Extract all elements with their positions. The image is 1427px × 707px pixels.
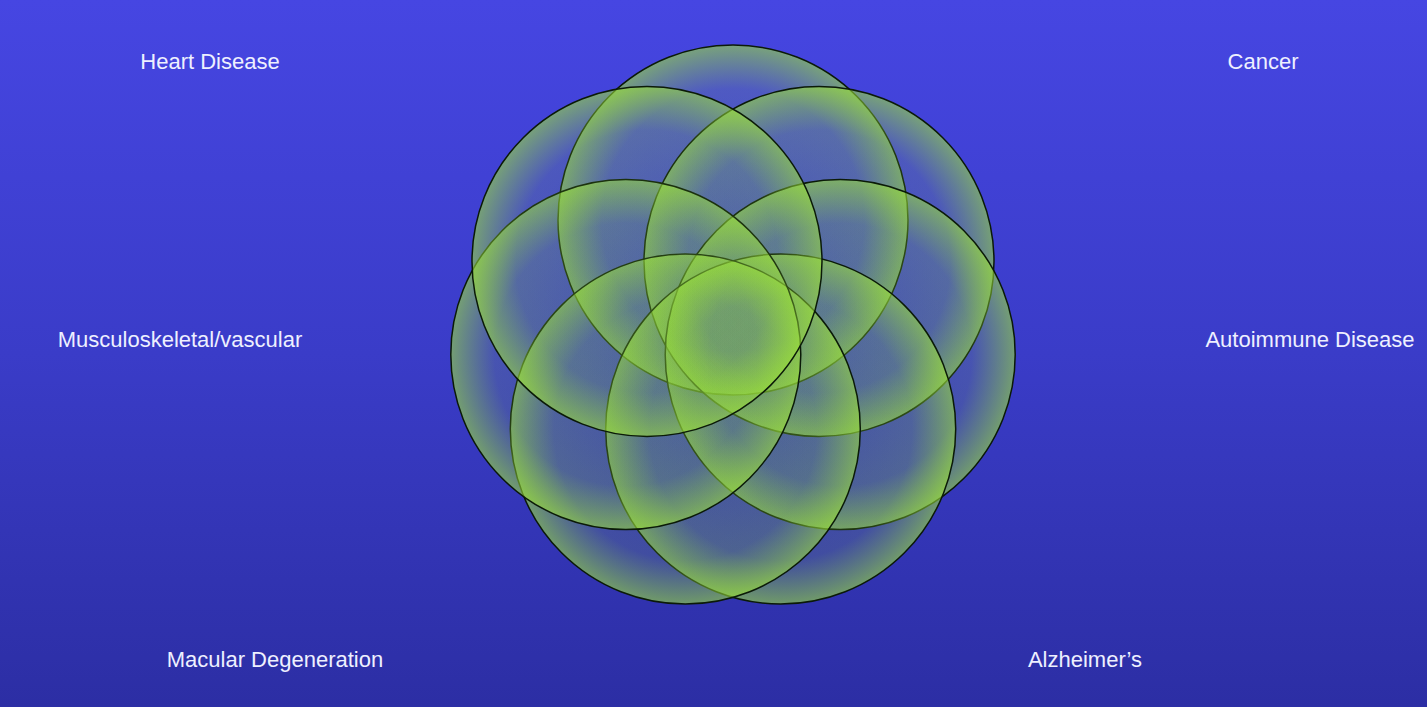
disease-label: Autoimmune Disease	[1205, 327, 1414, 353]
disease-label: Heart Disease	[140, 49, 279, 75]
disease-label: Cancer	[1228, 49, 1299, 75]
disease-label: Macular Degeneration	[167, 647, 383, 673]
disease-label: Musculoskeletal/vascular	[58, 327, 303, 353]
circle	[472, 86, 822, 436]
disease-label: Alzheimer’s	[1028, 647, 1142, 673]
